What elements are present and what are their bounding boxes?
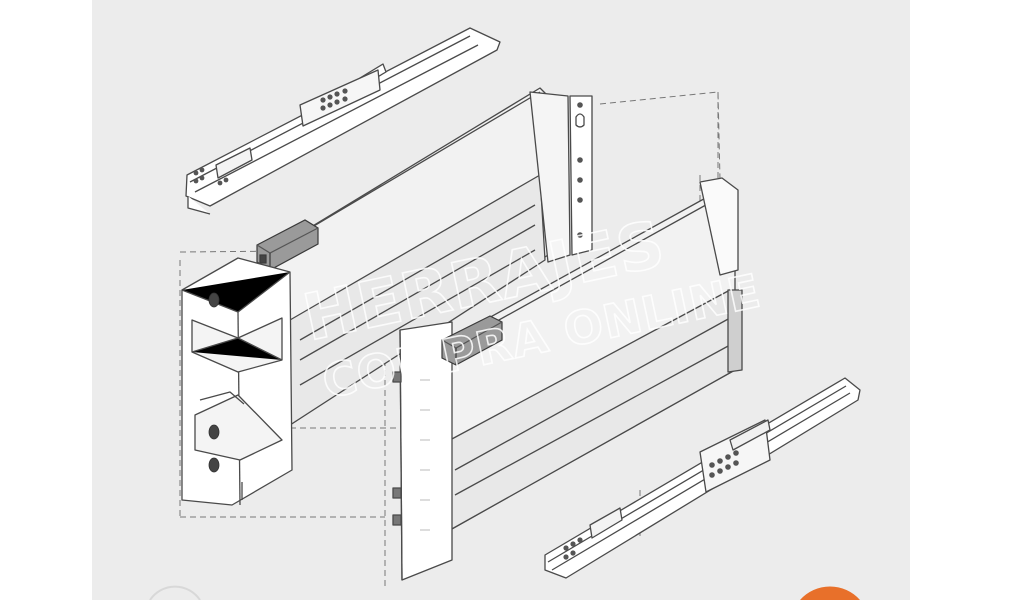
- front-panel-dashes: [420, 379, 430, 531]
- watermark: HERRAJES COMPRA ONLINE: [296, 207, 766, 410]
- rear-bracket-holes: [577, 102, 583, 238]
- connector-block-lower: [441, 315, 503, 366]
- bottom-left-circle-edge: [149, 585, 201, 600]
- side-wall-lower: [439, 177, 743, 531]
- front-bracket-screw-holes: [208, 292, 220, 473]
- front-fixing-bracket: [181, 257, 293, 506]
- side-wall-upper: [259, 87, 593, 426]
- drawer-runner-left: [185, 27, 501, 215]
- orange-accent-circle: [800, 586, 860, 600]
- drawer-runner-right: [544, 377, 861, 579]
- runner-right-holes: [563, 450, 739, 560]
- runner-left-holes: [193, 88, 348, 186]
- front-panel: [392, 321, 453, 581]
